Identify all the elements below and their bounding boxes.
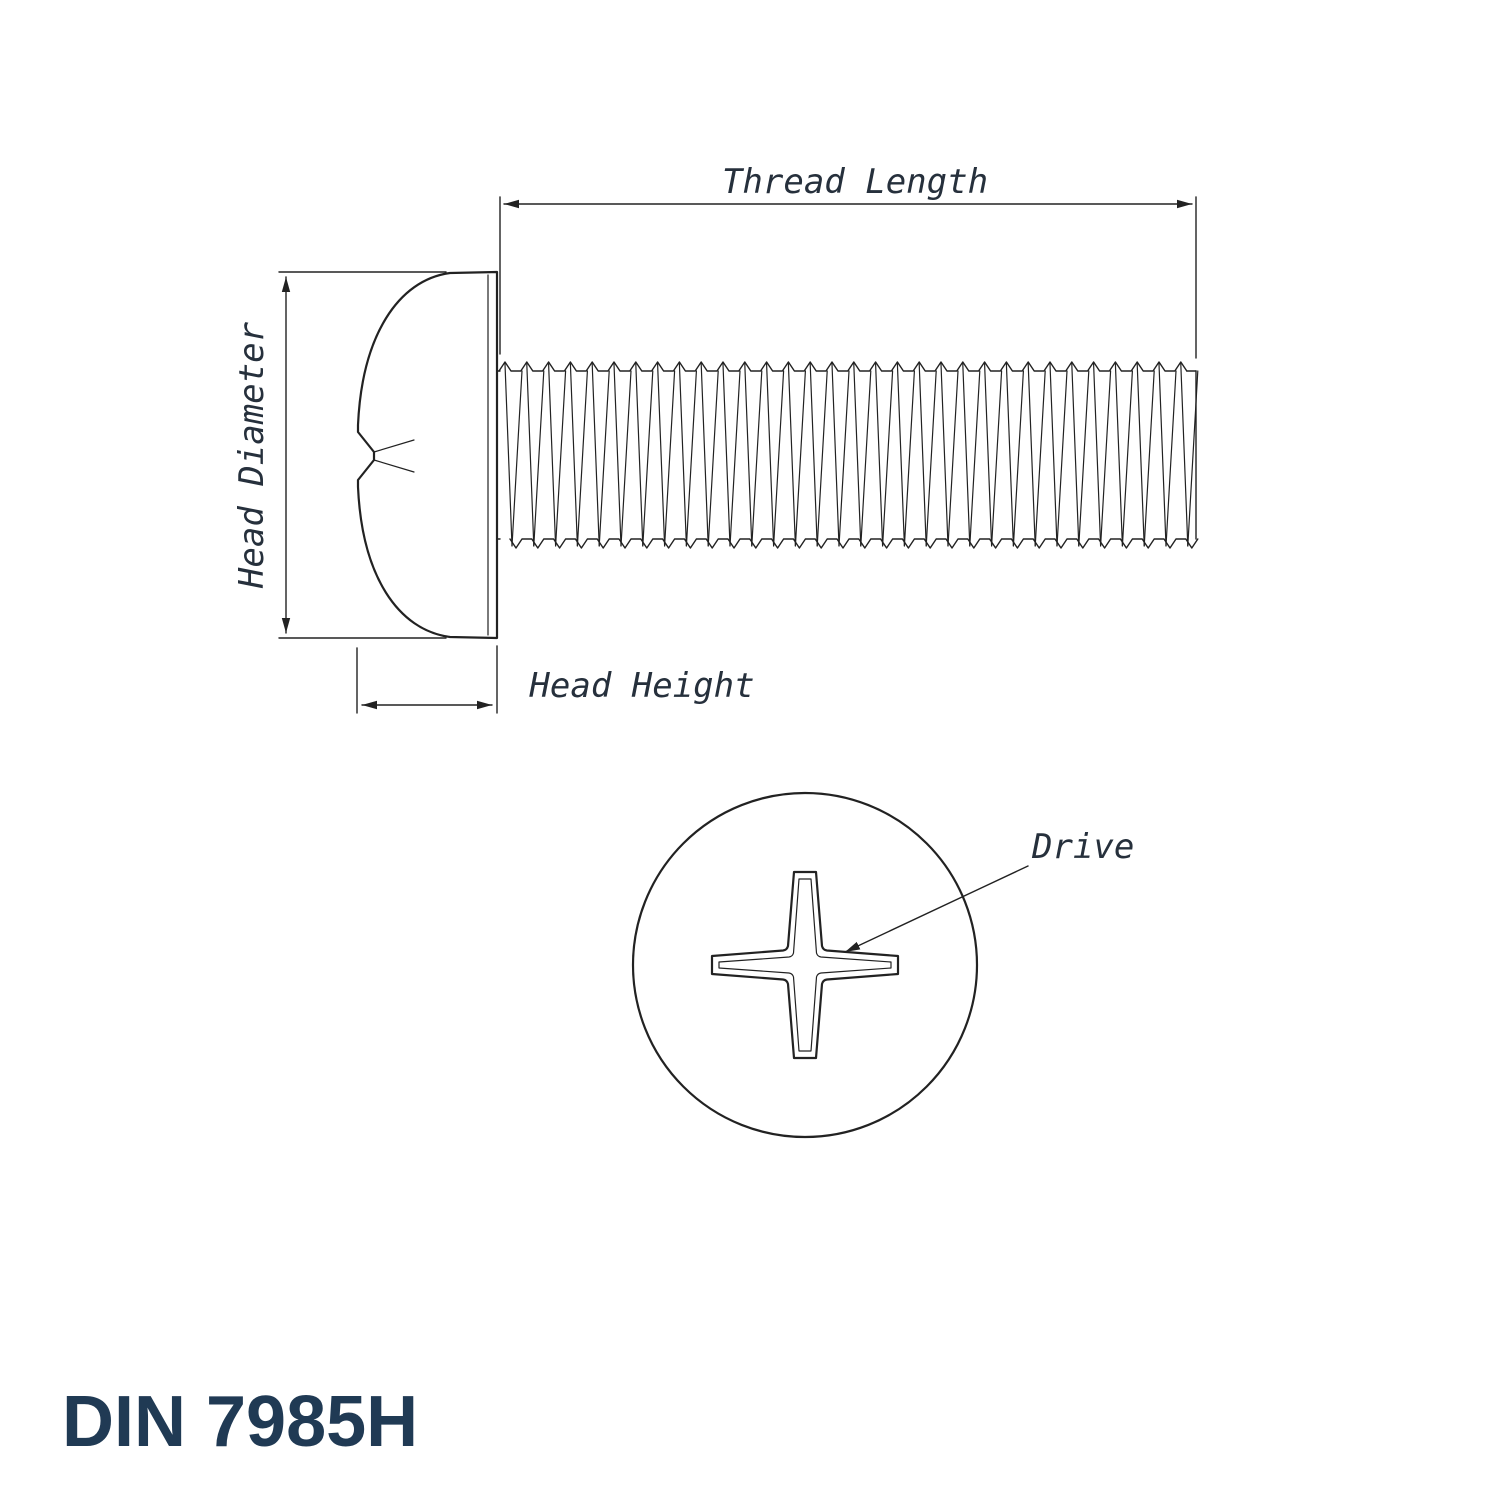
drive-label: Drive: [1031, 827, 1134, 867]
thread-length-label: Thread Length: [722, 162, 988, 202]
head-height-dimension: Head Height: [356, 645, 755, 714]
recess-wall-upper: [373, 439, 415, 453]
thread-profile: [496, 361, 1199, 549]
phillips-recess-outer: [710, 870, 900, 1060]
screw-side-view: [356, 270, 1199, 640]
drawing-title: DIN 7985H: [62, 1382, 418, 1462]
phillips-recess-inner: [718, 878, 892, 1052]
head-height-label: Head Height: [528, 666, 754, 706]
head-outline-circle: [631, 791, 979, 1139]
drive-callout: Drive: [844, 827, 1134, 953]
recess-wall-lower: [373, 459, 415, 473]
drive-leader-line: [844, 865, 1029, 953]
head-diameter-dimension: Head Diameter: [232, 271, 447, 639]
thread-length-dimension: Thread Length: [499, 162, 1197, 359]
screw-head-profile: [356, 270, 499, 640]
head-diameter-label: Head Diameter: [232, 321, 272, 589]
screw-top-view: [631, 791, 979, 1139]
